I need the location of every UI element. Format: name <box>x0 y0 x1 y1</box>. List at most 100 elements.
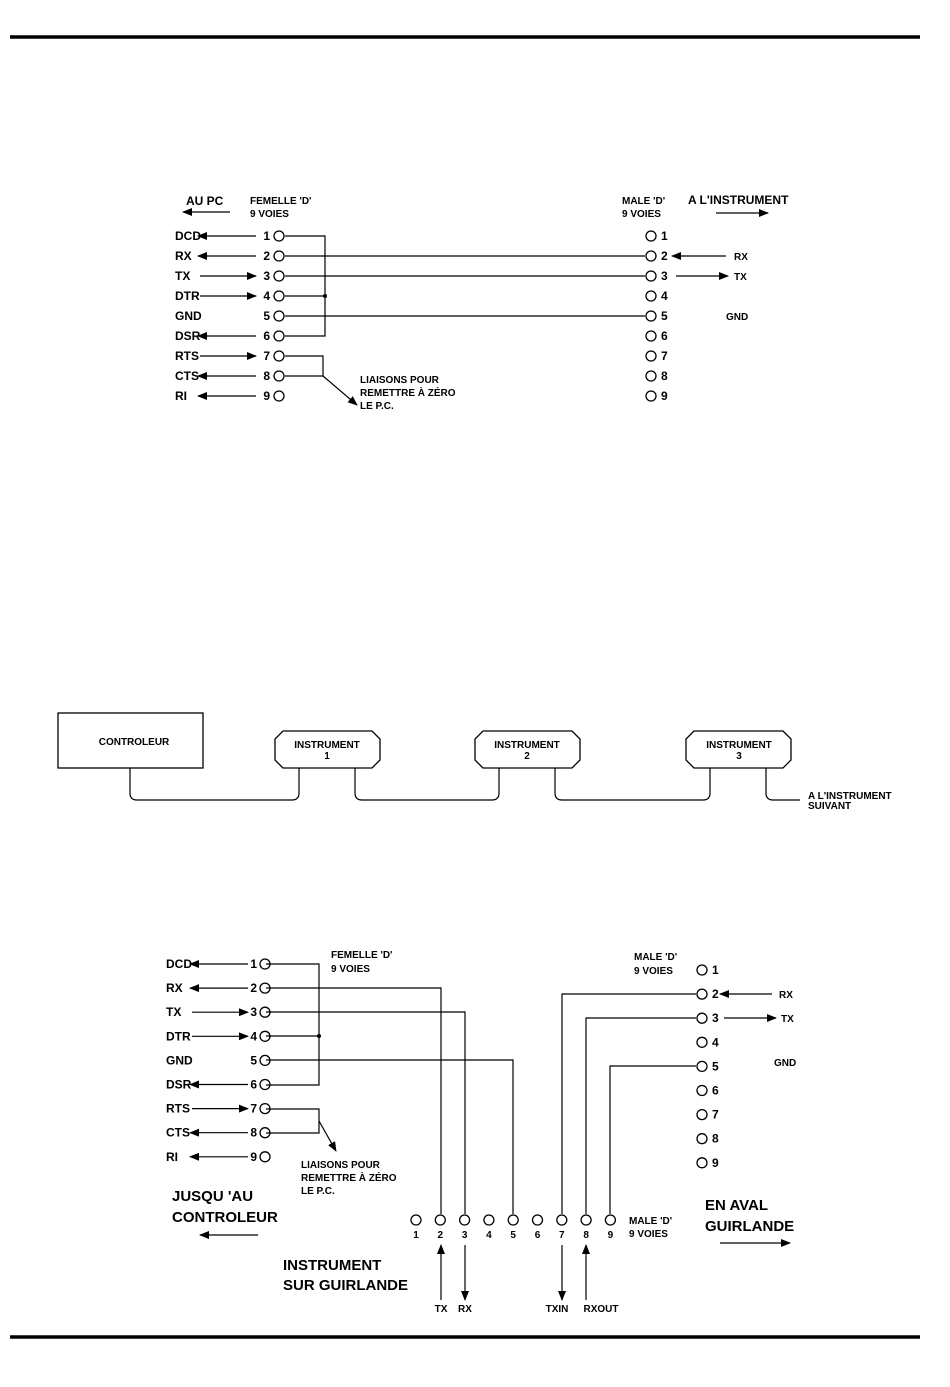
signal-label-gnd: GND <box>166 1053 193 1067</box>
pin-8 <box>696 1133 708 1145</box>
right-gnd-label: GND <box>726 312 748 323</box>
wire-rx-to-bottom <box>266 987 442 1214</box>
signal-label-ri: RI <box>175 389 187 403</box>
downstream-label-2: GUIRLANDE <box>705 1218 794 1235</box>
instrument-3-number: 3 <box>736 751 742 762</box>
pin-number-3: 3 <box>712 1011 719 1025</box>
pin-number-2: 2 <box>250 981 257 995</box>
pin-number-4: 4 <box>712 1035 719 1049</box>
pin-2 <box>645 250 657 262</box>
signal-label-rx: RX <box>166 981 183 995</box>
pin-number-2: 2 <box>263 249 270 263</box>
pin-8 <box>645 370 657 382</box>
pc-side-label: AU PC <box>186 194 224 208</box>
wire-dcd-dsr-loop <box>285 235 326 337</box>
signal-label-cts: CTS <box>175 369 199 383</box>
instrument-2-number: 2 <box>524 751 530 762</box>
male-connector-label: MALE 'D' <box>622 196 665 207</box>
signal-label-cts: CTS <box>166 1126 190 1140</box>
instrument-3-label: INSTRUMENT <box>706 740 772 751</box>
pin-number-6: 6 <box>712 1084 719 1098</box>
signal-label-dsr: DSR <box>166 1078 192 1092</box>
pin-number-3: 3 <box>250 1005 257 1019</box>
wire-rts-cts-loop <box>285 355 324 377</box>
signal-label-dtr: DTR <box>175 289 200 303</box>
pin-number-7: 7 <box>661 349 668 363</box>
bottom-pin-4 <box>483 1214 495 1226</box>
pin-9 <box>645 390 657 402</box>
signal-label-rx: RX <box>175 249 192 263</box>
signal-label-dsr: DSR <box>175 329 201 343</box>
bottom-rx-label: RX <box>458 1304 472 1315</box>
bottom-pin-number-8: 8 <box>583 1230 589 1241</box>
cable-controller-inst1 <box>129 768 300 801</box>
instrument-3-box <box>685 730 792 769</box>
bottom-pin-6 <box>531 1214 544 1226</box>
wire-male5-to-bottom9 <box>609 1065 696 1214</box>
right-tx-label: TX <box>734 272 747 283</box>
pin-number-8: 8 <box>712 1132 719 1146</box>
pin-4 <box>696 1036 708 1048</box>
next-instrument-label-2: SUIVANT <box>808 801 851 812</box>
bottom-pin-8 <box>580 1214 592 1226</box>
male-connector-label-3: MALE 'D' <box>634 952 677 963</box>
pin-6 <box>696 1084 708 1097</box>
bottom-pin-number-3: 3 <box>462 1230 468 1241</box>
pin-9 <box>273 390 285 402</box>
note-line-2-3: REMETTRE À ZÉRO <box>301 1171 397 1184</box>
pin-1 <box>696 964 708 976</box>
bottom-pin-1 <box>410 1214 422 1226</box>
daisy-label-2: SUR GUIRLANDE <box>283 1277 408 1294</box>
right-rx-label: RX <box>734 252 748 263</box>
pin-number-2: 2 <box>661 249 668 263</box>
pin-number-3: 3 <box>661 269 668 283</box>
pin-2 <box>696 988 708 1000</box>
wire-tx-to-bottom <box>266 1011 466 1214</box>
pin-number-1: 1 <box>263 229 270 243</box>
cable-inst3-next <box>765 768 800 801</box>
daisy-chain-overview: CONTROLEUR INSTRUMENT 1 INSTRUMENT 2 INS… <box>57 712 892 812</box>
pin-5 <box>273 310 285 322</box>
bottom-pin-2 <box>434 1214 446 1226</box>
pin-number-8: 8 <box>250 1126 257 1140</box>
wire-rts-cts-loop-3 <box>266 1108 320 1134</box>
wire-dcd-dsr-loop-3 <box>266 963 320 1086</box>
pin-number-8: 8 <box>263 369 270 383</box>
pin-number-1: 1 <box>250 957 257 971</box>
pin-number-9: 9 <box>712 1156 719 1170</box>
female-connector-ways: 9 VOIES <box>250 209 289 220</box>
pin-7 <box>273 350 285 362</box>
instrument-side-label: A L'INSTRUMENT <box>688 193 789 207</box>
pin-number-4: 4 <box>250 1029 257 1043</box>
pin-3 <box>696 1012 708 1024</box>
pin-2 <box>273 250 285 262</box>
cable-inst2-inst3 <box>554 768 711 801</box>
female-connector-label: FEMELLE 'D' <box>250 196 311 207</box>
pin-number-9: 9 <box>250 1150 257 1164</box>
pin-number-2: 2 <box>712 987 719 1001</box>
right-tx-label-3: TX <box>781 1014 794 1025</box>
pin-9 <box>696 1157 708 1169</box>
bottom-pin-number-1: 1 <box>413 1230 419 1241</box>
bottom-pin-number-7: 7 <box>559 1230 565 1241</box>
cable-inst1-inst2 <box>354 768 500 801</box>
downstream-label-1: EN AVAL <box>705 1197 768 1214</box>
instrument-2-box <box>474 730 581 769</box>
bottom-pin-number-2: 2 <box>438 1230 444 1241</box>
pin-number-7: 7 <box>712 1108 719 1122</box>
pin-number-5: 5 <box>263 309 270 323</box>
pc-connection-diagram: AU PC FEMELLE 'D' 9 VOIES MALE 'D' 9 VOI… <box>175 193 789 412</box>
bottom-pin-number-4: 4 <box>486 1230 492 1241</box>
pin-5 <box>645 310 657 322</box>
female-connector-label-3: FEMELLE 'D' <box>331 950 392 961</box>
pin-number-8: 8 <box>661 369 668 383</box>
pin-3 <box>645 270 657 282</box>
pin-number-5: 5 <box>712 1059 719 1073</box>
pin-number-1: 1 <box>661 229 668 243</box>
